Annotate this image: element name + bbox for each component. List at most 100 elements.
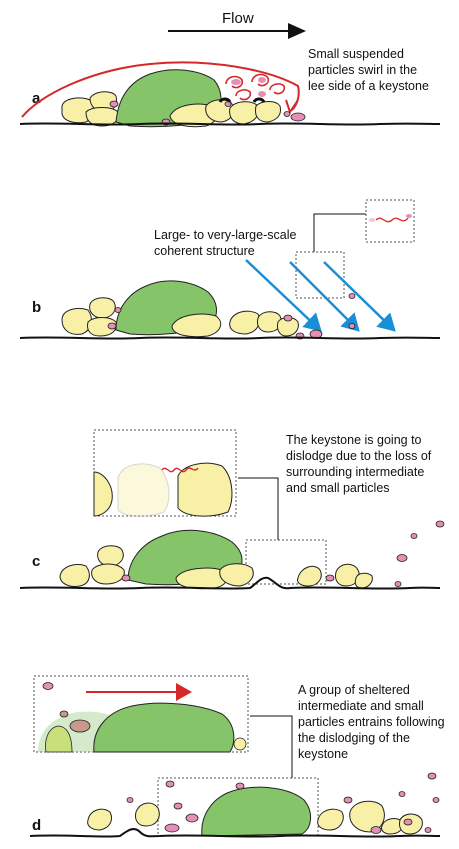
small-particle (410, 533, 418, 539)
small-particle (164, 823, 180, 833)
flow-indicator: Flow (168, 10, 306, 39)
small-particle (235, 782, 245, 790)
separation-streamline (21, 61, 300, 118)
panel-c-note-line-2: dislodge due to the loss of (286, 449, 432, 463)
inset-particle (369, 218, 375, 222)
inset-wavy-path (161, 467, 199, 473)
panel-c-note-line-1: The keystone is going to (286, 433, 422, 447)
intermediate-particle (297, 565, 322, 587)
intermediate-particle (87, 808, 113, 831)
intermediate-particle (255, 101, 281, 123)
small-particle (403, 818, 413, 826)
panel-c-note: The keystone is going to dislodge due to… (286, 433, 432, 495)
intermediate-particle (87, 317, 117, 337)
small-particle (427, 772, 437, 780)
inset-intermediate-particle (93, 471, 113, 517)
zoom-region (295, 251, 345, 299)
callout-connector (250, 715, 293, 778)
panel-c-note-line-4: and small particles (286, 481, 390, 495)
small-particle (398, 791, 406, 797)
panel-b: b Large- to very-large-scale coherent st… (19, 199, 441, 340)
small-particle (348, 323, 356, 329)
panel-c-particles (59, 520, 445, 590)
inset-small-particle (69, 719, 91, 733)
inset-intermediate-particle (45, 725, 73, 753)
small-particle (370, 826, 382, 834)
small-particle (121, 574, 131, 582)
panel-d: d A group of sheltered intermediate and … (29, 675, 445, 838)
panel-d-note: A group of sheltered intermediate and sm… (298, 683, 445, 761)
suspended-particle (258, 77, 266, 83)
eddy-marker (252, 97, 266, 103)
streamline-arrowhead (285, 99, 299, 115)
small-particle (126, 797, 134, 803)
panel-a-note: Small suspended particles swirl in the l… (308, 47, 429, 93)
panel-d-note-line-3: particles entrains following (298, 715, 445, 729)
intermediate-particle (354, 572, 373, 589)
panel-b-particles (61, 280, 356, 340)
panel-b-note-line-1: Large- to very-large-scale (154, 228, 296, 242)
small-particle (325, 574, 335, 582)
panel-c-note-line-3: surrounding intermediate (286, 465, 424, 479)
inset-keystone (93, 702, 235, 753)
intermediate-particle (91, 563, 125, 585)
intermediate-particle (61, 307, 92, 335)
keystone-large-particle (201, 786, 311, 837)
inset-small-particle (42, 682, 54, 690)
panel-a: a Small suspended particles swirl in the… (19, 47, 441, 128)
small-particle (435, 520, 445, 528)
panel-a-particles (61, 69, 306, 128)
coherent-structure-arrow (323, 261, 396, 332)
panel-b-note: Large- to very-large-scale coherent stru… (154, 228, 296, 258)
inset-intermediate-particle (177, 462, 233, 517)
panel-d-note-line-2: intermediate and small (298, 699, 424, 713)
suspended-particle (231, 79, 241, 85)
small-particle (109, 100, 119, 108)
panel-d-note-line-4: the dislodging of the (298, 731, 410, 745)
stream-bed (19, 576, 441, 590)
eddy-marker (218, 97, 232, 103)
intermediate-particle (171, 313, 222, 338)
small-particle (165, 780, 175, 788)
inset-small-particle (59, 710, 69, 718)
intermediate-particle (219, 563, 254, 587)
panel-a-label: a (32, 90, 41, 107)
lee-vortices (218, 73, 286, 103)
panel-c: c The keystone is going to dislodge due … (19, 429, 445, 590)
intermediate-particle (229, 101, 259, 125)
panel-a-note-line-2: particles swirl in the (308, 63, 417, 77)
callout-connector (313, 213, 366, 252)
coherent-structure-arrow (289, 261, 360, 332)
coherent-structure-arrows (245, 259, 396, 332)
panel-d-particles (87, 772, 440, 837)
callout-connector (238, 477, 279, 540)
intermediate-particle (89, 297, 116, 319)
inset-dislodged-particle (117, 463, 170, 517)
small-particle (348, 293, 356, 299)
small-particle (394, 581, 402, 587)
small-particle (107, 322, 117, 330)
small-particle (224, 101, 232, 107)
panel-d-note-line-1: A group of sheltered (298, 683, 410, 697)
small-particle (290, 112, 306, 122)
intermediate-particle (135, 802, 160, 827)
panel-a-note-line-3: lee side of a keystone (308, 79, 429, 93)
panel-d-note-line-5: keystone (298, 747, 348, 761)
flow-label: Flow (222, 10, 254, 27)
zoom-region (245, 539, 327, 585)
intermediate-particle (349, 800, 385, 833)
small-particle (432, 797, 440, 803)
intermediate-particle (85, 107, 119, 127)
vortex-swirl (251, 73, 270, 87)
stream-bed (29, 828, 441, 838)
panel-c-label: c (32, 553, 40, 570)
panel-b-label: b (32, 299, 41, 316)
small-particle (309, 329, 323, 339)
intermediate-particle (59, 563, 90, 587)
small-particle (283, 111, 291, 117)
small-particle (283, 314, 293, 322)
intermediate-particle (317, 808, 344, 831)
small-particle (114, 307, 122, 313)
